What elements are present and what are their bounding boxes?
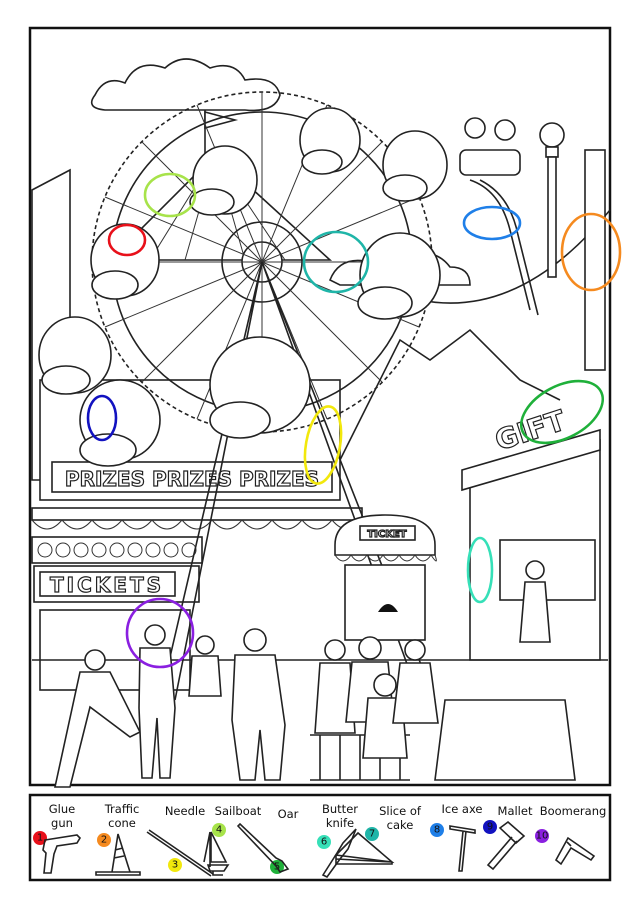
legend-item-boomerang: Boomerang 10 [535, 804, 607, 866]
number-badge [317, 835, 331, 849]
svg-text:gun: gun [51, 816, 73, 830]
number-badge [212, 823, 226, 837]
legend-item-oar: Oar 5 [236, 807, 299, 874]
legend-item-needle: Needle 3 [146, 804, 214, 877]
svg-text:6: 6 [321, 837, 327, 848]
awning [31, 507, 363, 521]
bumper-car [434, 699, 576, 781]
svg-text:9: 9 [487, 822, 493, 833]
ticket-booth-text: TICKET [367, 529, 406, 540]
striped-tower [584, 149, 606, 371]
number-badge [33, 831, 47, 845]
svg-text:3: 3 [172, 860, 178, 871]
gondola [299, 107, 361, 175]
roller-coaster-car [459, 117, 521, 176]
gondola [209, 336, 311, 439]
svg-text:Ice axe: Ice axe [441, 802, 482, 816]
number-badge [168, 858, 182, 872]
marker-butter-knife[interactable] [466, 536, 494, 604]
svg-text:cone: cone [108, 816, 136, 830]
found-item-markers [86, 172, 622, 669]
flag [204, 110, 239, 130]
svg-text:Mallet: Mallet [498, 804, 533, 818]
svg-text:4: 4 [216, 825, 222, 836]
legend-item-sailboat: Sailboat 4 [203, 804, 262, 876]
svg-text:7: 7 [369, 829, 375, 840]
marker-mallet[interactable] [86, 394, 118, 442]
svg-text:Traffic: Traffic [104, 802, 140, 816]
cloud [90, 58, 281, 112]
gondola [38, 316, 112, 395]
tickets-stall: TICKETS [31, 536, 203, 691]
marker-oar[interactable] [511, 368, 613, 455]
svg-text:Butter: Butter [322, 802, 358, 816]
glue-gun-icon [42, 834, 82, 874]
legend-item-traffic-cone: Traffic cone 2 [95, 802, 141, 876]
legend-item-cake-slice: Slice of cake 7 [334, 804, 422, 865]
lamp-tower [539, 122, 565, 278]
gondola [189, 145, 258, 216]
marker-sailboat[interactable] [143, 172, 197, 218]
number-badge [483, 820, 497, 834]
svg-text:Glue: Glue [49, 802, 75, 816]
carnival-scene: PRIZES PRIZES PRIZES TICKETS [28, 26, 622, 788]
prizes-sign-text: PRIZES PRIZES PRIZES [65, 467, 319, 491]
svg-text:Needle: Needle [165, 804, 205, 818]
marker-boomerang[interactable] [125, 597, 195, 669]
svg-text:10: 10 [536, 831, 549, 842]
marker-needle[interactable] [299, 404, 346, 487]
crowd [54, 560, 551, 788]
svg-text:cake: cake [387, 818, 414, 832]
item-legend: Glue gun 1 Traffic cone 2 Needle 3 Sailb… [28, 793, 612, 882]
tickets-sign-text: TICKETS [50, 573, 164, 597]
gondola [357, 232, 441, 320]
boomerang-icon [554, 836, 596, 866]
legend-item-ice-axe: Ice axe 8 [430, 802, 483, 872]
svg-text:2: 2 [101, 835, 107, 846]
ticket-booth: TICKET [334, 514, 437, 641]
needle-icon [146, 829, 214, 877]
legend-item-butter-knife: Butter knife 6 [317, 802, 358, 879]
svg-text:1: 1 [37, 833, 43, 844]
marker-glue-gun[interactable] [107, 223, 147, 257]
marker-ice-axe[interactable] [462, 205, 522, 241]
ferris-wheel-supports [159, 261, 436, 701]
svg-text:knife: knife [326, 816, 354, 830]
number-badge [365, 827, 379, 841]
svg-text:Oar: Oar [278, 807, 299, 821]
legend-item-mallet: Mallet 9 [483, 804, 533, 871]
sailboat-icon [203, 831, 230, 876]
svg-text:Slice of: Slice of [379, 804, 422, 818]
mallet-icon [486, 820, 526, 871]
number-badge [430, 823, 444, 837]
marker-traffic-cone[interactable] [560, 212, 622, 292]
gondola [382, 130, 448, 202]
svg-text:Sailboat: Sailboat [215, 804, 262, 818]
traffic-cone-icon [95, 833, 141, 876]
svg-text:8: 8 [434, 825, 440, 836]
mountains [339, 328, 561, 461]
ferris-wheel [38, 91, 448, 701]
marker-cake-slice[interactable] [302, 230, 370, 294]
cake-slice-icon [334, 831, 395, 865]
svg-text:Boomerang: Boomerang [540, 804, 607, 818]
ice-axe-icon [449, 825, 476, 872]
roller-coaster-track [469, 179, 539, 316]
oar-icon [236, 822, 290, 873]
prizes-sign [51, 461, 333, 493]
number-badge [535, 829, 549, 843]
legend-item-glue-gun: Glue gun 1 [33, 802, 82, 874]
number-badge [97, 833, 111, 847]
